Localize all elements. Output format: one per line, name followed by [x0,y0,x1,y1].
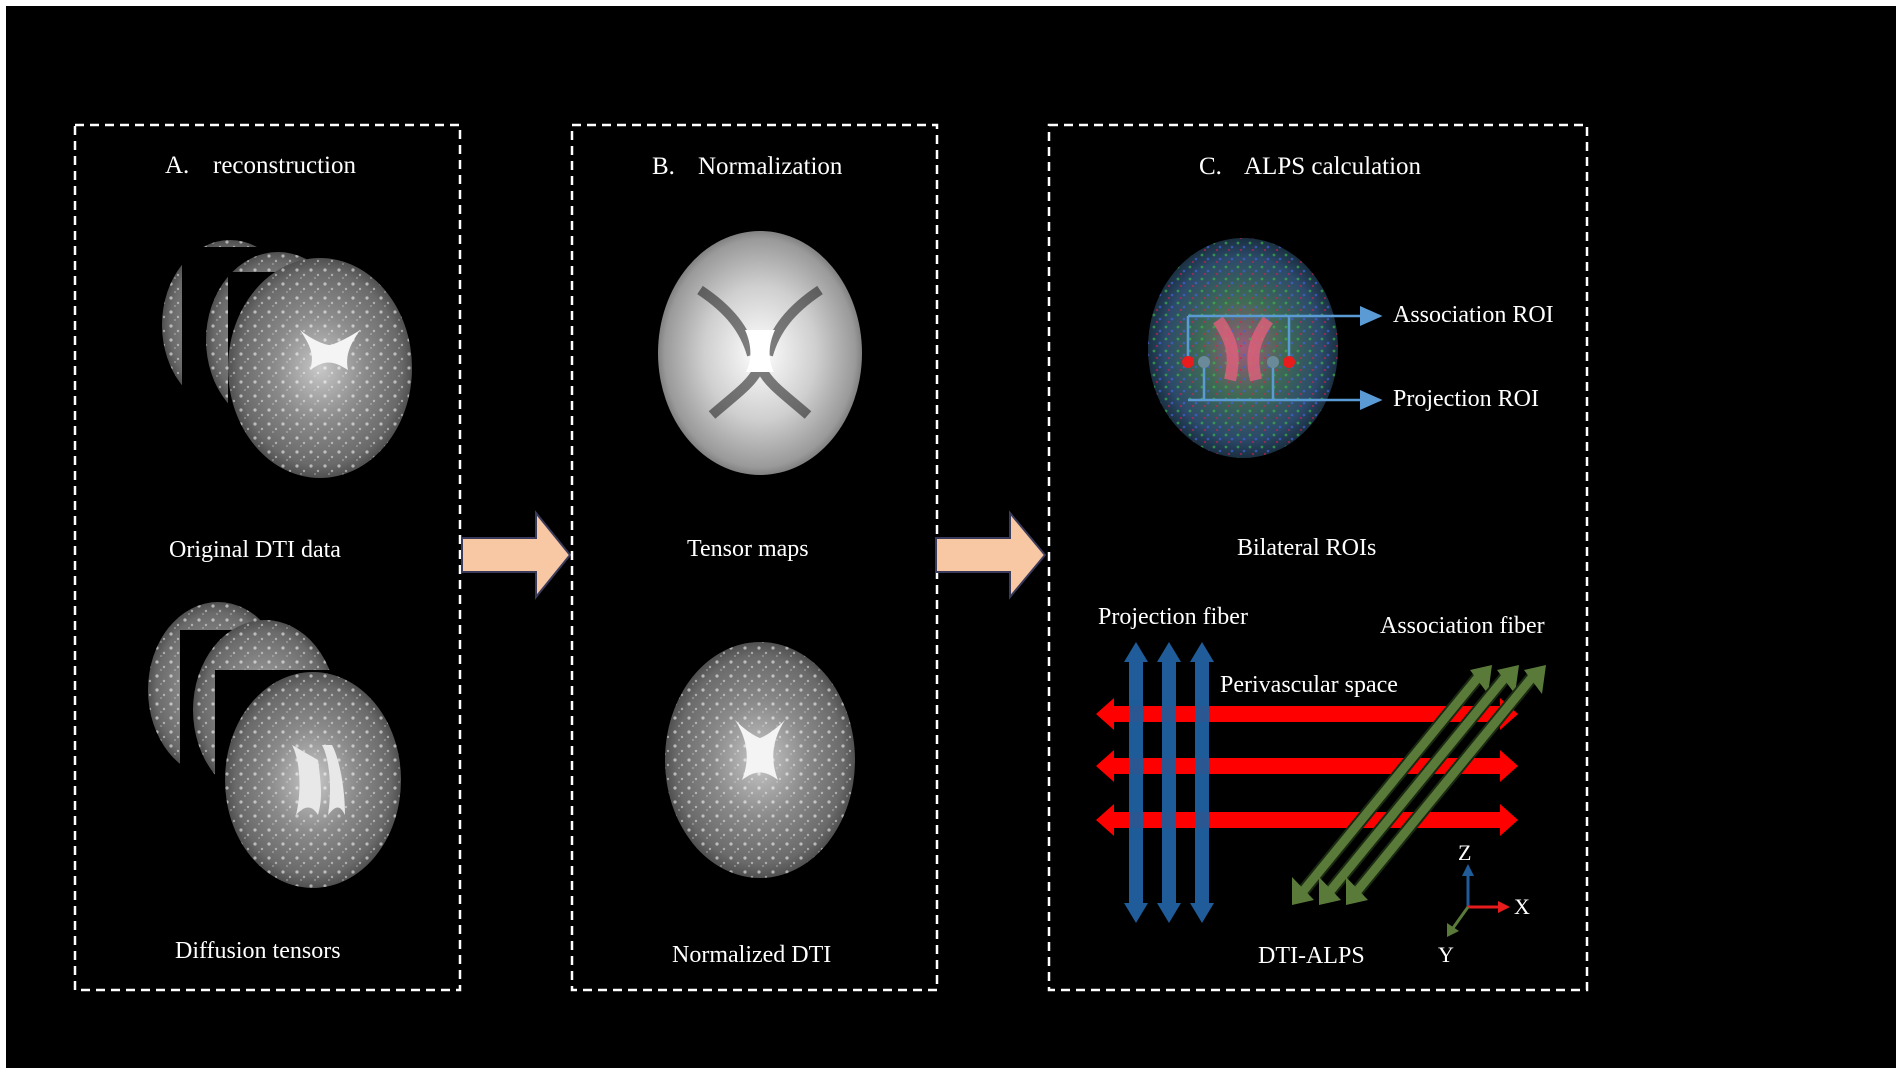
caption-normalized-dti: Normalized DTI [672,942,831,968]
caption-bilateral-rois: Bilateral ROIs [1237,535,1376,561]
tensor-map-brain [658,231,862,475]
tensor-ventricle [292,745,345,815]
axis-y-label: Y [1438,942,1454,967]
ventricle [300,330,360,370]
association-fiber-1 [1292,665,1492,905]
roi-right-association [1283,356,1295,368]
panel-b: B. Normalization Tensor maps Normalized … [570,123,939,992]
label-projection-fiber: Projection fiber [1098,604,1248,630]
coordinate-axes: Z X Y [1438,840,1530,967]
association-fiber-3 [1346,665,1546,905]
flow-arrow-a-to-b [461,510,572,600]
flow-arrow-b-to-c [935,510,1047,600]
caption-original-dti: Original DTI data [169,537,341,563]
panel-b-title-letter: B. [652,153,675,180]
panel-a-border [73,123,462,992]
panel-c-border [1047,123,1589,992]
caption-tensor-maps: Tensor maps [687,536,809,562]
color-fa-brain [1148,238,1338,458]
label-perivascular-space: Perivascular space [1220,672,1398,698]
label-association-roi: Association ROI [1393,302,1554,328]
panel-c-title-letter: C. [1199,153,1222,180]
roi-left-association [1182,356,1194,368]
panel-a: A. reconstruction Original DTI data [73,123,462,992]
normalized-dti-brain [665,642,855,878]
panel-c: C. ALPS calculation Association ROI Proj… [1047,123,1589,992]
caption-dti-alps: DTI-ALPS [1258,943,1365,969]
association-fibers [1292,665,1546,905]
panel-b-title: Normalization [698,153,843,180]
roi-right-projection [1267,356,1279,368]
label-projection-roi: Projection ROI [1393,386,1539,412]
diffusion-tensors-stack [148,602,401,888]
label-association-fiber: Association fiber [1380,613,1545,639]
roi-markers [1182,306,1383,410]
roi-left-projection [1198,356,1210,368]
panel-c-title: ALPS calculation [1244,153,1422,180]
panel-a-title: reconstruction [213,152,357,179]
caption-diffusion-tensors: Diffusion tensors [175,938,341,964]
original-dti-stack [162,240,412,478]
axis-z-label: Z [1458,840,1471,865]
association-fiber-2 [1319,665,1519,905]
panel-a-title-letter: A. [165,152,189,179]
axis-y [1451,906,1470,929]
axis-x-label: X [1514,894,1530,919]
